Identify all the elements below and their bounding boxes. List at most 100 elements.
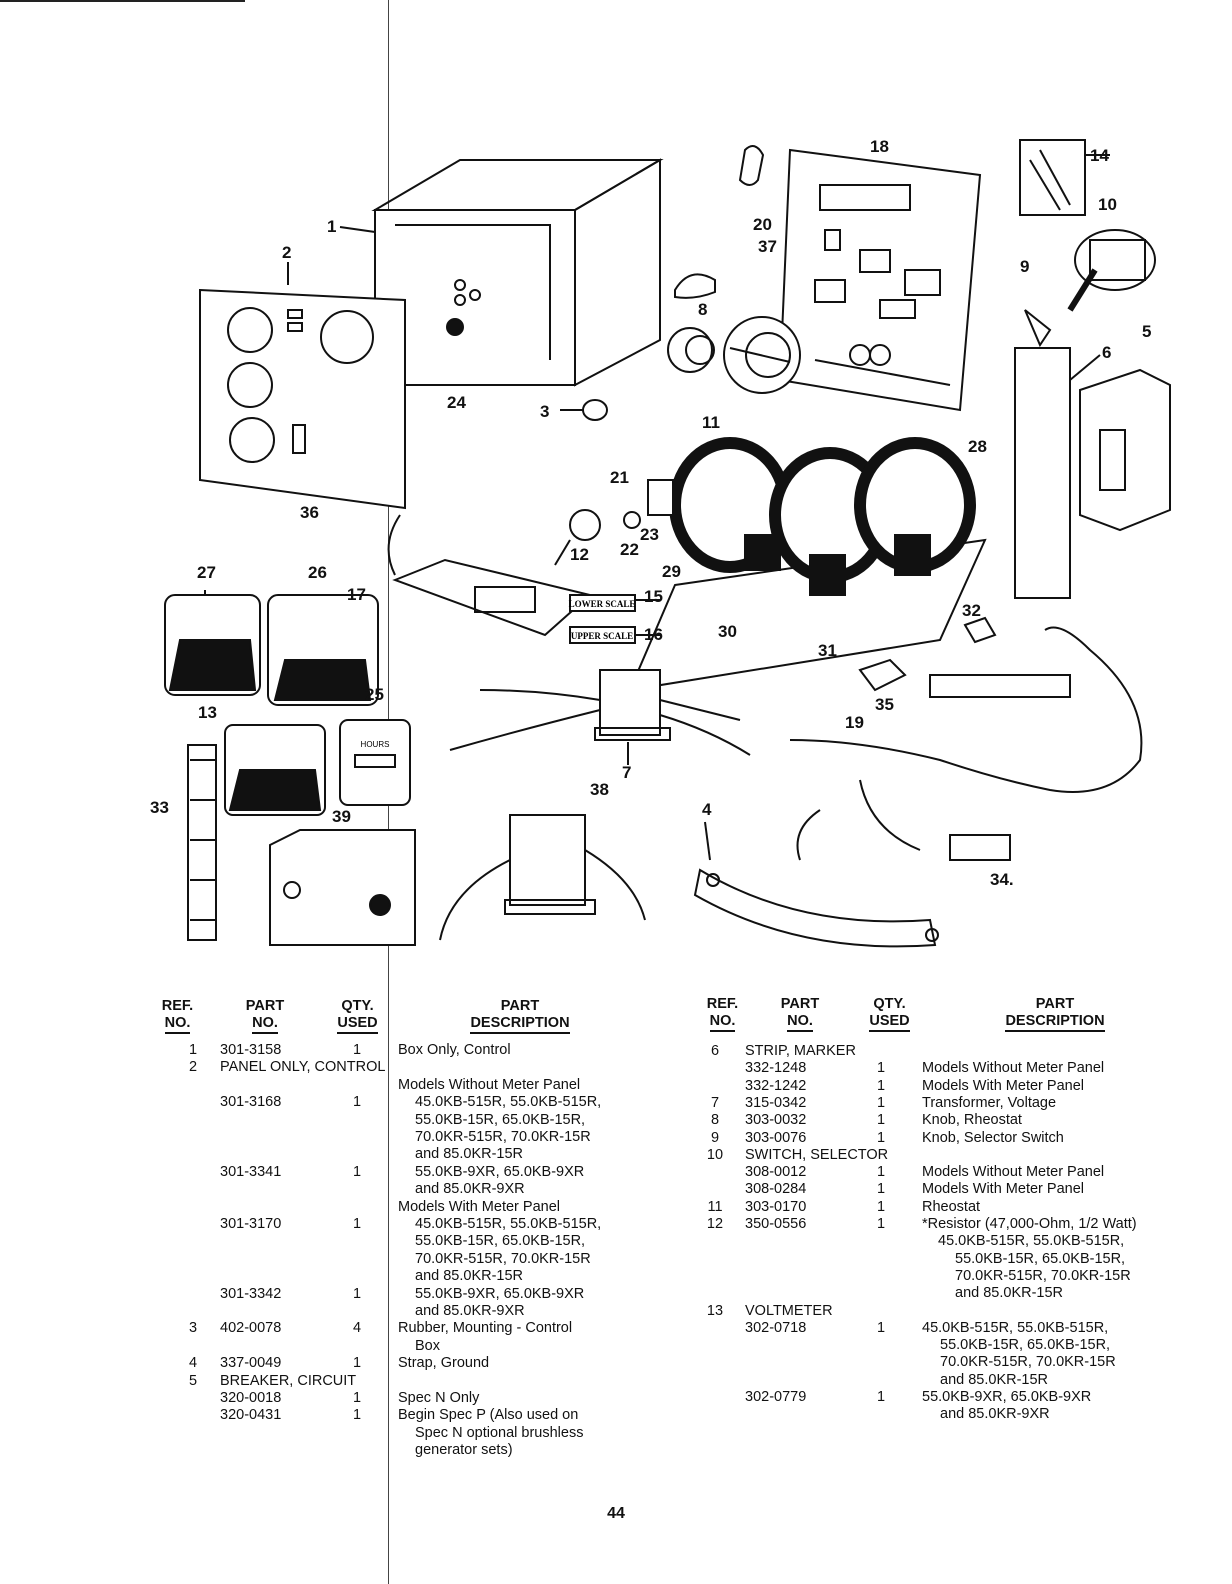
- ref-number: 12: [706, 1216, 724, 1232]
- part-description: Spec N Only: [398, 1390, 480, 1406]
- part-number: 302-0718: [745, 1319, 807, 1336]
- part-number: BREAKER, CIRCUIT: [220, 1372, 357, 1389]
- part-number: 402-0078: [220, 1320, 282, 1337]
- callout-12: 12: [570, 545, 589, 564]
- upper-scale-label: UPPER SCALE: [571, 631, 633, 641]
- quantity-used: 1: [352, 1407, 362, 1424]
- lower-scale-label: LOWER SCALE: [569, 599, 636, 609]
- part-description: 70.0KR-515R, 70.0KR-15R: [415, 1129, 591, 1145]
- part-number: VOLTMETER: [745, 1302, 833, 1319]
- part-number: 315-0342: [745, 1094, 807, 1111]
- part-description: 45.0KB-515R, 55.0KB-515R,: [938, 1233, 1125, 1250]
- callout-2: 2: [282, 243, 291, 262]
- part-description: 45.0KB-515R, 55.0KB-515R,: [922, 1319, 1109, 1336]
- callout-28: 28: [968, 437, 987, 456]
- part-description: Models Without Meter Panel: [398, 1076, 581, 1093]
- callout-38: 38: [590, 780, 609, 799]
- exploded-parts-diagram: LOWER SCALE UPPER SCALE HOURS 1234567891…: [150, 137, 1171, 948]
- quantity-used: 1: [876, 1129, 886, 1146]
- transformer-assembly-drawing: [628, 437, 987, 692]
- part-description: Models Without Meter Panel: [922, 1060, 1105, 1077]
- callout-14: 14: [1090, 146, 1109, 165]
- callout-29: 29: [662, 562, 681, 581]
- callout-35: 35: [875, 695, 894, 714]
- part-number: 301-3170: [220, 1216, 282, 1232]
- part-number: 320-0018: [220, 1390, 282, 1406]
- quantity-used: 1: [352, 1285, 362, 1302]
- part-description: Rheostat: [922, 1198, 981, 1215]
- part-number: STRIP, MARKER: [745, 1043, 856, 1059]
- meter-drawings: [164, 594, 411, 816]
- callout-11: 11: [702, 413, 720, 432]
- top-rule: [0, 0, 245, 2]
- quantity-used: 1: [876, 1112, 886, 1129]
- quantity-used: 4: [352, 1320, 362, 1337]
- callout-18: 18: [870, 137, 889, 156]
- part-number: 302-0779: [745, 1389, 807, 1405]
- callout-36: 36: [300, 503, 319, 522]
- ref-number: 1: [188, 1042, 198, 1058]
- ref-number: 4: [188, 1355, 198, 1372]
- quantity-used: 1: [876, 1319, 886, 1336]
- ref-number: 3: [188, 1320, 198, 1337]
- part-description: and 85.0KR-15R: [415, 1146, 524, 1163]
- part-description: Models With Meter Panel: [922, 1181, 1084, 1198]
- circuit-board-drawing: [778, 148, 982, 412]
- callout-26: 26: [308, 563, 327, 582]
- header-qty-right: QTY.USED: [862, 996, 917, 1032]
- ref-number: 11: [707, 1198, 723, 1215]
- callout-37: 37: [758, 237, 777, 256]
- part-number: 337-0049: [220, 1355, 282, 1372]
- ref-number: 2: [188, 1059, 198, 1076]
- part-number: 332-1248: [745, 1060, 807, 1077]
- part-number: 308-0284: [745, 1181, 807, 1198]
- part-description: 55.0KB-15R, 65.0KB-15R,: [940, 1337, 1111, 1354]
- control-panel-drawing: [199, 288, 406, 510]
- part-number: 303-0170: [745, 1198, 807, 1215]
- callout-22: 22: [620, 540, 639, 559]
- quantity-used: 1: [352, 1390, 362, 1406]
- part-description: Spec N optional brushless: [415, 1424, 584, 1441]
- part-number: 301-3341: [220, 1163, 282, 1180]
- ref-number: 10: [706, 1146, 724, 1163]
- callout-6: 6: [1102, 343, 1111, 362]
- part-description: and 85.0KR-15R: [940, 1371, 1049, 1388]
- callout-32: 32: [962, 601, 981, 620]
- control-box-drawing: [371, 158, 664, 387]
- part-number: SWITCH, SELECTOR: [745, 1146, 889, 1163]
- callout-20: 20: [753, 215, 772, 234]
- quantity-used: 1: [876, 1094, 886, 1111]
- callout-4: 4: [702, 800, 712, 819]
- callout-25: 25: [365, 685, 384, 704]
- quantity-used: 1: [352, 1094, 362, 1111]
- part-description: Knob, Rheostat: [922, 1112, 1022, 1129]
- quantity-used: 1: [876, 1181, 886, 1198]
- part-number: 303-0032: [745, 1112, 807, 1129]
- hours-label: HOURS: [361, 740, 390, 749]
- ref-number: 8: [710, 1112, 720, 1129]
- callout-15: 15: [644, 587, 663, 606]
- part-description: 55.0KB-15R, 65.0KB-15R,: [955, 1250, 1126, 1267]
- ref-number: 13: [706, 1302, 724, 1319]
- part-description: 70.0KR-515R, 70.0KR-15R: [940, 1354, 1116, 1371]
- callout-5: 5: [1142, 322, 1151, 341]
- callout-1: 1: [327, 217, 336, 236]
- quantity-used: 1: [876, 1389, 886, 1405]
- part-description: 45.0KB-515R, 55.0KB-515R,: [415, 1216, 602, 1232]
- part-number: PANEL ONLY, CONTROL: [220, 1059, 386, 1076]
- quantity-used: 1: [352, 1163, 362, 1180]
- quantity-used: 1: [876, 1060, 886, 1077]
- callout-34: 34.: [990, 870, 1014, 889]
- part-description: Box Only, Control: [398, 1042, 511, 1058]
- callout-8: 8: [698, 300, 707, 319]
- callout-39: 39: [332, 807, 351, 826]
- part-description: 55.0KB-9XR, 65.0KB-9XR: [415, 1163, 585, 1180]
- part-description: Models With Meter Panel: [922, 1077, 1084, 1094]
- part-description: and 85.0KR-9XR: [415, 1303, 525, 1319]
- part-description: 45.0KB-515R, 55.0KB-515R,: [415, 1094, 602, 1111]
- part-description: Begin Spec P (Also used on: [398, 1407, 579, 1424]
- part-number: 301-3342: [220, 1285, 282, 1302]
